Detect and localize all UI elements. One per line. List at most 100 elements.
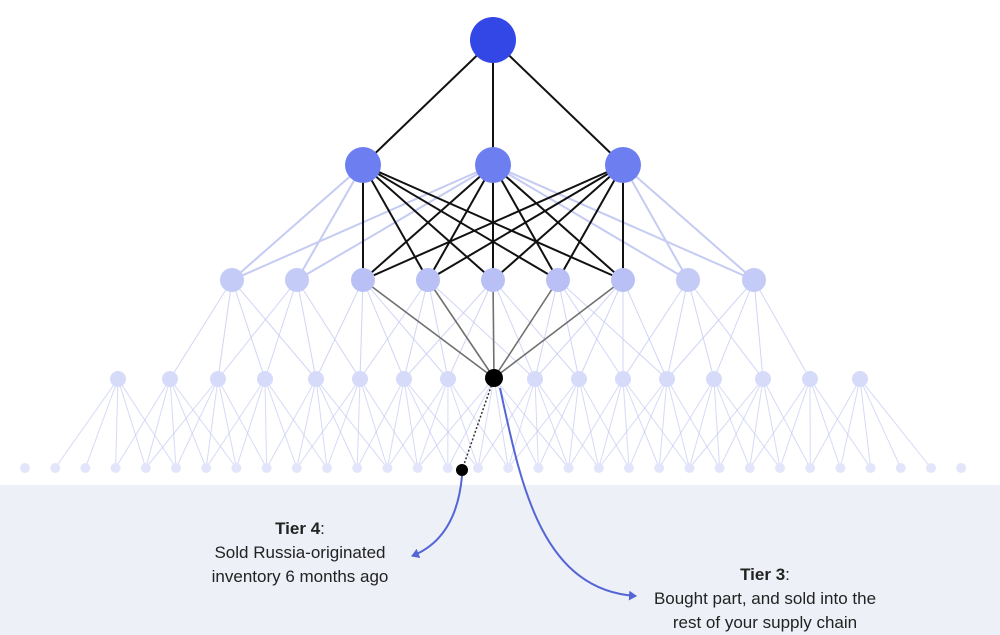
tier4-node (110, 463, 121, 473)
tier3-node (210, 371, 226, 387)
tier3-node (110, 371, 126, 387)
tier3-description-line-1: Bought part, and sold into the (653, 589, 877, 608)
tier4-description-line-1: Sold Russia-originated (214, 543, 386, 562)
edge-tier3-tier4 (477, 378, 536, 469)
edge-tier2-tier3 (296, 279, 317, 380)
edge-tier3-tier4 (507, 378, 580, 469)
edge-tier3-tier4 (169, 378, 207, 469)
edge-tier3-tier4 (145, 378, 171, 469)
edge-tier3-tier4 (117, 378, 147, 469)
edge-tier3-tier4 (779, 378, 811, 469)
nodes-layer (20, 17, 967, 476)
edge-tier3-tier4 (296, 378, 317, 469)
edge-tier3-tier4 (534, 378, 539, 469)
edge-tier3-tier4 (315, 378, 358, 469)
edge-tier3-tier4 (568, 378, 624, 469)
tier3-title-line: Tier 3: (740, 565, 790, 584)
edge-tier2-tier3 (557, 279, 624, 380)
root-node (470, 17, 516, 63)
edge-tier2-tier3 (622, 279, 689, 380)
arrows-layer (411, 387, 637, 601)
edge-tier3-tier4 (859, 378, 872, 469)
tier3-node (352, 371, 368, 387)
tier3-node (257, 371, 273, 387)
tier2-node (416, 268, 440, 292)
edge-tier2-tier3 (217, 279, 233, 380)
edge-tier3-tier4 (719, 378, 764, 469)
edge-tier2-hub (492, 279, 495, 379)
edge-hub-tier4 (477, 377, 495, 469)
edge-tier2-tier3 (231, 279, 266, 380)
edge-tier2-tier3 (687, 279, 715, 380)
tier2-node (351, 268, 375, 292)
tier4-node (382, 463, 393, 473)
edge-tier1-tier2-faint (231, 164, 364, 281)
edge-tier2-tier3 (217, 279, 298, 380)
tier4-node (624, 463, 634, 473)
edge-tier2-tier3 (492, 279, 580, 380)
edge-tier3-tier4 (169, 378, 237, 469)
edge-tier2-tier3 (666, 279, 755, 380)
bottom-band (0, 485, 1000, 635)
tier4-node (140, 463, 151, 473)
edge-tier3-tier4 (217, 378, 237, 469)
edge-tier2-tier3 (753, 279, 764, 380)
tier2-node (742, 268, 766, 292)
tier3-node (755, 371, 771, 387)
edge-tier2-tier3 (447, 279, 494, 380)
edge-tier3-tier4 (749, 378, 811, 469)
tier3-title: Tier 3 (740, 565, 786, 584)
edge-root-tier1 (362, 39, 494, 166)
edge-tier2-tier3 (296, 279, 361, 380)
edge-tier3-tier4 (507, 378, 536, 469)
edge-tier3-tier4 (403, 378, 449, 469)
edge-tier3-tier4 (622, 378, 660, 469)
tier4-node (533, 463, 544, 473)
edge-tier3-tier4 (266, 378, 317, 469)
edge-tier3-tier4 (809, 378, 841, 469)
edge-tier2-tier3 (403, 279, 429, 380)
edge-tier3-tier4 (537, 378, 580, 469)
tier1-node (475, 147, 511, 183)
edge-tier3-tier4 (598, 378, 624, 469)
tier4-node (654, 463, 665, 473)
tier4-node (956, 463, 967, 473)
edge-tier2-hub (493, 279, 624, 379)
edge-tier2-hub (493, 279, 559, 379)
edge-tier2-tier3 (427, 279, 536, 380)
tier3-node (706, 371, 722, 387)
tier3-node (659, 371, 675, 387)
edge-tier3-tier4 (688, 378, 715, 469)
tier2-node (285, 268, 309, 292)
tier2-node (220, 268, 244, 292)
edge-tier3-tier4 (658, 378, 668, 469)
edge-tier3-tier4 (235, 378, 266, 469)
edge-tier2-hub (362, 279, 495, 379)
edge-tier3-tier4 (749, 378, 764, 469)
tier3-node (527, 371, 543, 387)
tier4-node (412, 463, 423, 473)
edge-hub-tier4 (493, 377, 569, 469)
tier3-description-line-2: rest of your supply chain (672, 613, 858, 632)
edge-tier3-tier4 (117, 378, 177, 469)
arrow-to-tier3 (499, 387, 637, 601)
edge-tier2-tier3 (362, 279, 405, 380)
mid-edges-layer (362, 279, 624, 471)
tier4-node (593, 463, 604, 473)
tier4-node (352, 463, 363, 473)
edge-tier3-tier4 (859, 378, 932, 469)
edge-tier3-tier4 (356, 378, 405, 469)
edge-tier3-tier4 (205, 378, 219, 469)
edge-tier3-tier4 (115, 378, 119, 469)
edge-tier3-tier4 (205, 378, 266, 469)
edge-tier3-tier4 (447, 378, 479, 469)
tier4-node (835, 463, 846, 473)
edge-tier3-tier4 (326, 378, 361, 469)
edge-tier3-tier4 (666, 378, 721, 469)
edge-tier2-tier3 (362, 279, 449, 380)
tier3-node (396, 371, 412, 387)
tier2-node (481, 268, 505, 292)
selected-tier4-node (456, 464, 468, 476)
edge-tier1-tier2-faint (622, 164, 755, 281)
edge-tier2-tier3 (753, 279, 811, 380)
